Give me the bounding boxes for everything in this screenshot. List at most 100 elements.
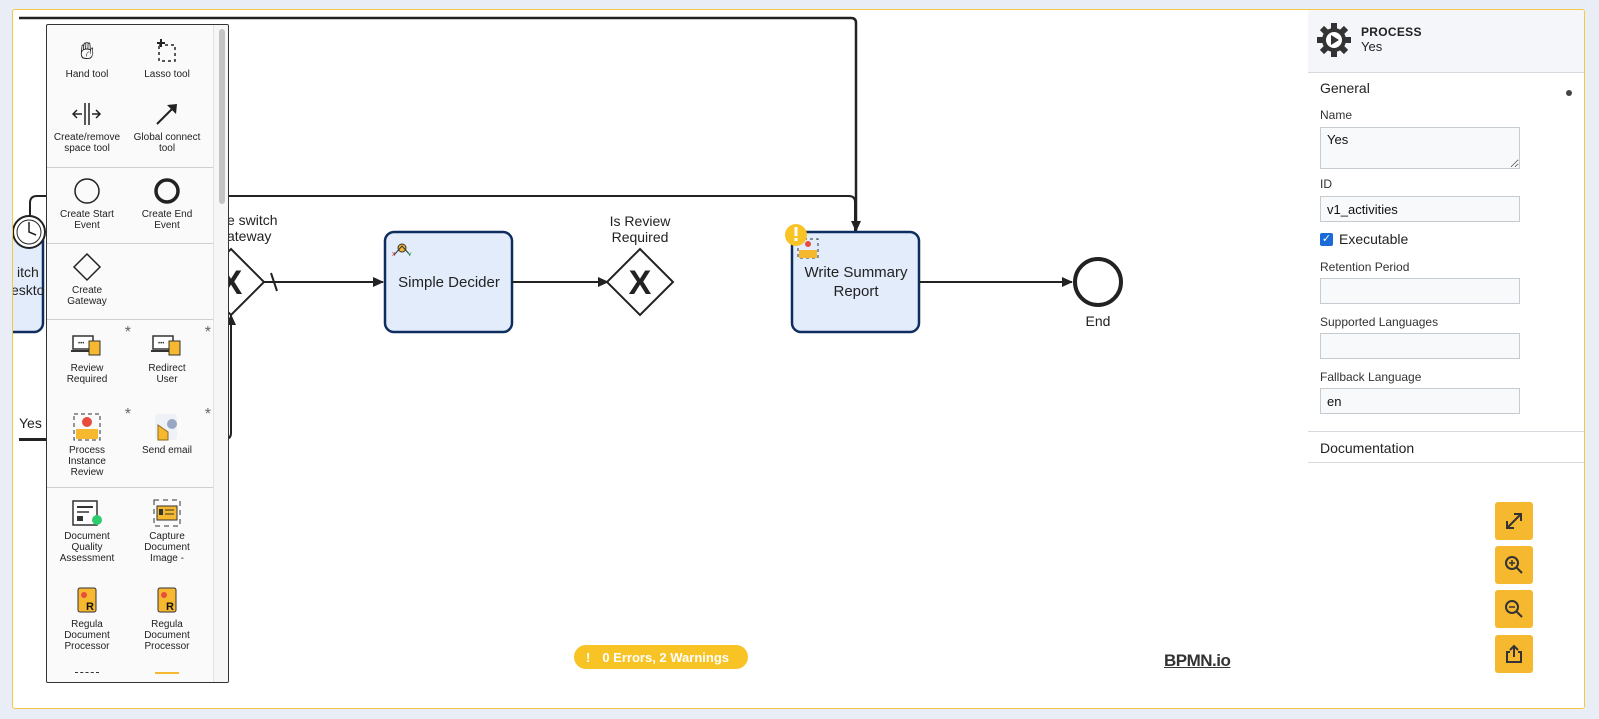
gateway-label-2: Gateway [67, 296, 107, 307]
zoom-out-icon [1505, 600, 1523, 618]
group-separator [1308, 462, 1584, 463]
bpmn-io-logo[interactable]: BPMN.io [1164, 651, 1231, 670]
create-start-event[interactable]: Create Start Event [47, 175, 127, 231]
redirect-star: * [204, 324, 211, 341]
process-review-icon [73, 413, 101, 441]
connect-arrow-icon [156, 104, 177, 125]
tool-palette: ✋︎ Hand tool Lasso tool Create/remove sp… [46, 24, 229, 683]
space-tool-label-1: Create/remove [53, 132, 121, 143]
gateway-switch-label-1: e switch [227, 212, 278, 228]
start-event-label-1: Create Start [60, 209, 114, 220]
palette-group-events: Create Start Event Create End Event [47, 167, 213, 244]
space-tool[interactable]: Create/remove space tool [47, 98, 127, 154]
capture-document-task[interactable]: Capture Document Image - [127, 497, 207, 564]
gateway-icon [72, 252, 102, 282]
end-event[interactable] [1073, 257, 1123, 307]
name-field[interactable]: Yes [1320, 127, 1520, 169]
svg-text:R: R [86, 601, 94, 613]
gateway-switch-label-2: ateway [227, 228, 271, 244]
palette-group-documents: Document Quality Assessment Capture Docu… [47, 487, 213, 682]
cdi-label-2: Document [144, 542, 190, 553]
hand-tool[interactable]: ✋︎ Hand tool [47, 35, 127, 80]
yes-flow-label: Yes [19, 415, 42, 431]
executable-checkbox[interactable]: ✓ [1320, 233, 1333, 246]
fallback-field[interactable] [1320, 388, 1520, 414]
gateway-label-1: Create [71, 285, 102, 296]
regula2-label-1: Regula [151, 619, 183, 630]
linting-status-text: 0 Errors, 2 Warnings [602, 649, 730, 665]
dqa-label-2: Quality [71, 542, 103, 553]
send-email-task[interactable]: * Send email [127, 407, 211, 457]
fallback-label: Fallback Language [1320, 370, 1422, 384]
zoom-out-button[interactable] [1495, 590, 1533, 628]
palette-scrollbar[interactable] [219, 29, 225, 204]
export-button[interactable] [1495, 635, 1533, 673]
languages-field[interactable] [1320, 333, 1520, 359]
group-general-indicator [1566, 90, 1572, 96]
regula1-label-1: Regula [71, 619, 103, 630]
review-label-2: Required [66, 374, 108, 385]
capture-document-icon [153, 499, 181, 527]
sequence-flow-loop-top[interactable] [19, 16, 861, 232]
redirect-label-2: User [156, 374, 178, 385]
pir-label-2: Instance [68, 456, 106, 467]
sequence-flow-loop-second[interactable] [29, 195, 856, 231]
timer-boundary-event[interactable] [13, 215, 46, 249]
regula-icon: R [77, 587, 97, 613]
retention-field[interactable] [1320, 278, 1520, 304]
capture-image-icon [797, 238, 819, 259]
regula-processor-task-2[interactable]: R Regula Document Processor [127, 585, 207, 652]
fullscreen-button[interactable] [1495, 502, 1533, 540]
name-label: Name [1320, 108, 1353, 122]
write-summary-label-1: Write Summary [804, 264, 908, 281]
review-required-task[interactable]: * ••• Review Required [47, 325, 131, 386]
cdi-label-3: Image - [150, 553, 184, 564]
id-field[interactable] [1320, 196, 1520, 222]
dqa-label-1: Document [64, 531, 110, 542]
create-gateway[interactable]: Create Gateway [47, 251, 127, 307]
process-instance-review-task[interactable]: * Process Instance Review [47, 407, 131, 479]
svg-text:X: X [629, 264, 652, 302]
zoom-in-icon [1505, 556, 1523, 574]
group-documentation-header[interactable]: Documentation [1320, 440, 1415, 456]
bpmn-canvas[interactable]: itch eskto X e switch ateway Yes x v Sim… [13, 10, 1584, 708]
hand-tool-label: Hand tool [65, 69, 109, 80]
group-separator [1308, 431, 1584, 432]
task-write-summary[interactable] [790, 230, 921, 334]
connect-tool-label-1: Global connect [133, 132, 201, 143]
regula-processor-task-1[interactable]: R Regula Document Processor [47, 585, 127, 652]
pir-label-1: Process [68, 445, 106, 456]
end-event-label: End [1086, 313, 1111, 329]
lasso-tool[interactable]: Lasso tool [127, 35, 207, 80]
document-quality-icon [72, 500, 102, 526]
task-switch-label-2: eskto [13, 282, 45, 298]
gateway-is-review[interactable]: X [605, 247, 675, 317]
create-end-event[interactable]: Create End Event [127, 175, 207, 231]
review-star: * [124, 324, 131, 341]
global-connect-tool[interactable]: Global connect tool [127, 98, 207, 154]
dqa-label-3: Assessment [59, 553, 115, 564]
svg-text:R: R [166, 601, 174, 613]
redirect-label-1: Redirect [148, 363, 186, 374]
svg-text:x: x [392, 251, 396, 258]
end-event-label-1: Create End [141, 209, 193, 220]
pir-star: * [124, 406, 131, 423]
linting-status-button[interactable]: ! 0 Errors, 2 Warnings [574, 645, 748, 669]
pir-label-3: Review [70, 467, 104, 478]
expand-icon [1506, 513, 1522, 529]
lasso-tool-label: Lasso tool [144, 69, 190, 80]
redirect-user-task[interactable]: * ••• Redirect User [127, 325, 211, 386]
warning-icon: ! [586, 649, 591, 665]
svg-text:•••: ••• [158, 341, 164, 347]
hand-icon: ✋︎ [80, 37, 94, 65]
document-quality-task[interactable]: Document Quality Assessment [47, 497, 127, 564]
languages-label: Supported Languages [1320, 315, 1439, 329]
simple-decider-label: Simple Decider [398, 274, 500, 291]
gateway-is-review-label-2: Required [612, 229, 669, 245]
palette-group-gateways: Create Gateway [47, 243, 213, 320]
group-general-header[interactable]: General [1320, 80, 1370, 96]
zoom-in-button[interactable] [1495, 546, 1533, 584]
send-email-icon [155, 414, 177, 441]
warning-badge-icon[interactable] [785, 224, 807, 246]
redirect-user-icon: ••• [151, 335, 181, 356]
